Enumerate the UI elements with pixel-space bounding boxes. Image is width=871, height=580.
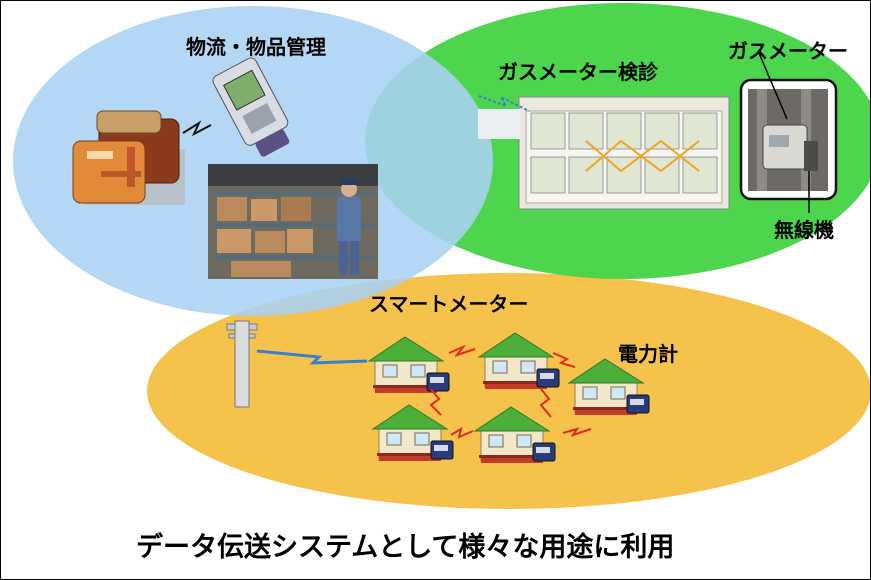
utility-pole-icon <box>226 320 258 408</box>
gas-meter-survey-label: ガスメーター検診 <box>498 60 658 84</box>
caption: データ伝送システムとして様々な用途に利用 <box>136 532 675 563</box>
terminal-link-icon <box>182 120 212 137</box>
handheld-terminal-icon <box>212 57 290 157</box>
luggage-icon <box>72 110 185 205</box>
building-diagram <box>478 96 730 210</box>
smart-meter-label: スマートメーター <box>369 292 529 316</box>
wireless-links <box>429 344 592 439</box>
warehouse-photo <box>208 164 378 279</box>
gas-meter-photo <box>748 89 828 191</box>
logistics-label: 物流・物品管理 <box>186 35 326 59</box>
gas-meter-callout <box>758 52 788 120</box>
smart-meter-region <box>147 273 870 509</box>
gas-meter-label: ガスメーター <box>728 39 848 63</box>
radio-unit-label: 無線機 <box>774 218 834 242</box>
pole-link-icon <box>256 349 368 365</box>
power-meter-label: 電力計 <box>618 342 678 366</box>
